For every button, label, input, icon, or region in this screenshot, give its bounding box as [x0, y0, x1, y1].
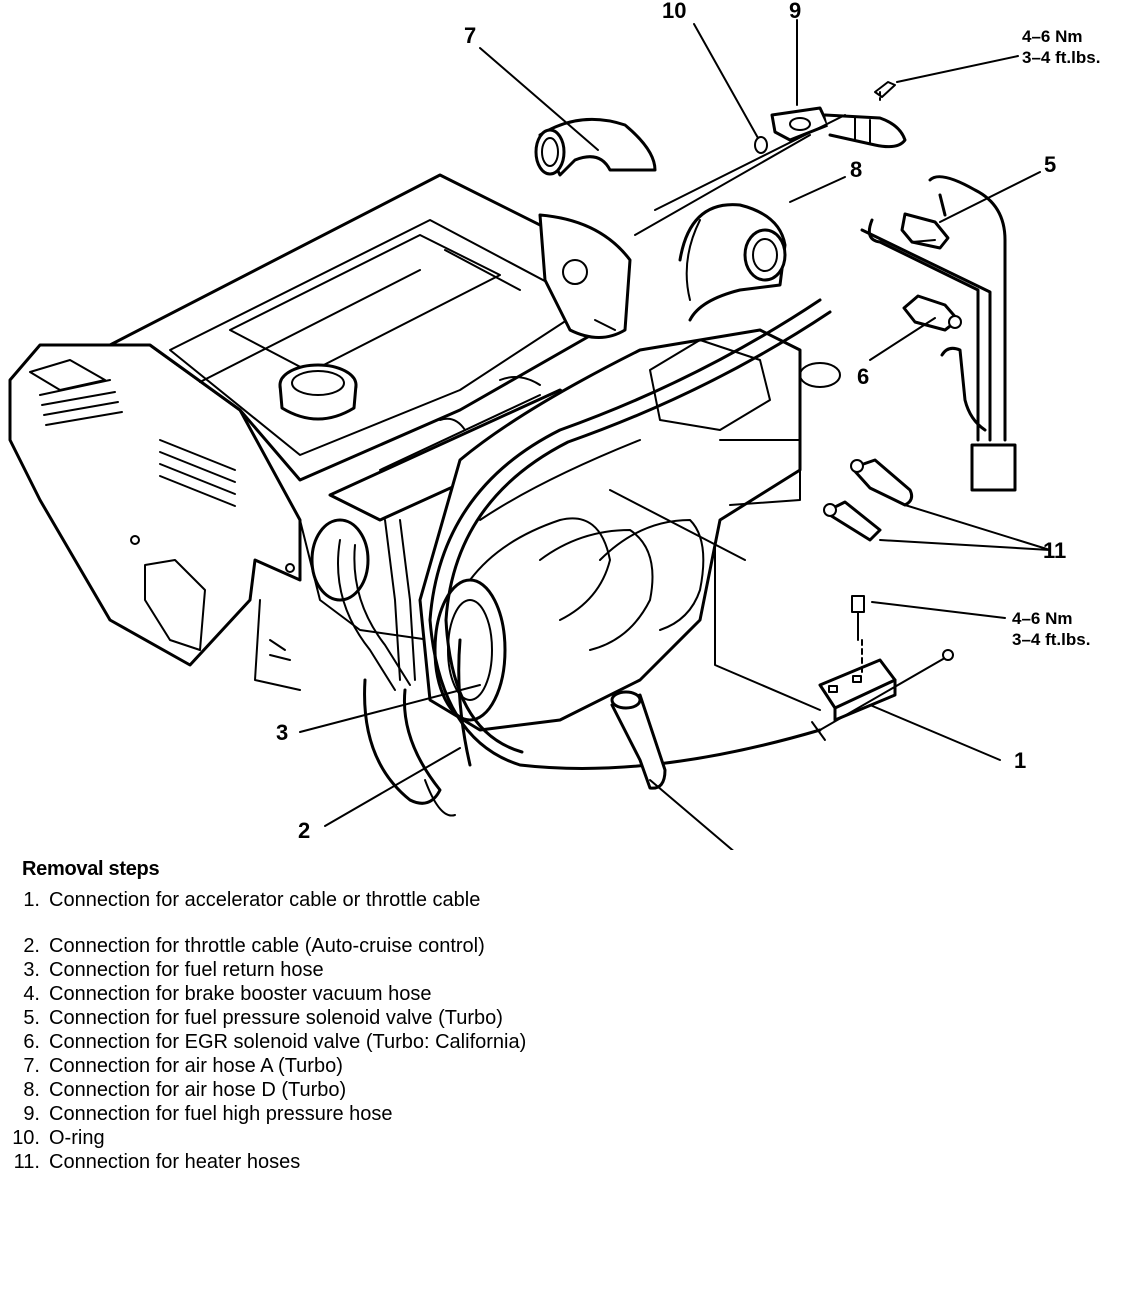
- list-item: 11. Connection for heater hoses: [8, 1151, 528, 1173]
- step-number: 10.: [12, 1127, 40, 1149]
- removal-steps-list: 1. Connection for accelerator cable or th…: [8, 889, 528, 1173]
- callout-11: 11: [1043, 538, 1066, 563]
- step-number: 11.: [13, 1151, 40, 1173]
- list-item: 1. Connection for accelerator cable or th…: [8, 889, 528, 911]
- step-number: 6.: [23, 1031, 40, 1053]
- removal-steps-title: Removal steps: [22, 858, 160, 880]
- list-item: 6. Connection for EGR solenoid valve (Tur…: [8, 1031, 528, 1053]
- engine-exploded-diagram: 1 2 3 4 5 6 7 8 9 10 11 4–6 Nm 3–4 ft.lb…: [8, 0, 1100, 850]
- step-text: Connection for fuel pressure solenoid va…: [49, 1007, 503, 1029]
- callout-10: 10: [662, 0, 686, 23]
- removal-steps: Removal steps 1. Connection for accelerat…: [8, 858, 528, 1175]
- list-item: 8. Connection for air hose D (Turbo): [8, 1079, 528, 1101]
- step-number: 5.: [23, 1007, 40, 1029]
- step-text: Connection for brake booster vacuum hose: [49, 983, 432, 1005]
- torque-top-nm: 4–6 Nm: [1022, 27, 1082, 46]
- step-number: 4.: [23, 983, 40, 1005]
- fuel-high-pressure-hose: [634, 81, 907, 236]
- callout-2: 2: [298, 818, 310, 843]
- solenoid-valves: [860, 175, 1017, 492]
- step-text: O-ring: [49, 1127, 105, 1149]
- torque-mid-ftlbs: 3–4 ft.lbs.: [1012, 630, 1090, 649]
- step-text: Connection for fuel high pressure hose: [49, 1103, 393, 1125]
- brake-booster-hose: [610, 690, 667, 790]
- torque-top-ftlbs: 3–4 ft.lbs.: [1022, 48, 1100, 67]
- step-number: 9.: [23, 1103, 40, 1125]
- list-item: 10. O-ring: [8, 1127, 528, 1149]
- callout-7: 7: [464, 23, 476, 48]
- callout-5: 5: [1044, 152, 1056, 177]
- callout-8: 8: [850, 157, 862, 182]
- step-number: 2.: [23, 935, 40, 957]
- list-item: 3. Connection for fuel return hose: [8, 959, 528, 981]
- step-text: Connection for EGR solenoid valve (Turbo…: [49, 1031, 527, 1053]
- list-item: 4. Connection for brake booster vacuum ho…: [8, 983, 528, 1005]
- callout-3: 3: [276, 720, 288, 745]
- step-number: 3.: [23, 959, 40, 981]
- step-number: 1.: [23, 889, 40, 911]
- step-text: Connection for accelerator cable or thro…: [49, 889, 481, 911]
- cable-bracket: [609, 489, 897, 722]
- air-hose-d: [678, 203, 787, 322]
- step-text: Connection for throttle cable (Auto-crui…: [49, 935, 485, 957]
- step-text: Connection for heater hoses: [49, 1151, 301, 1173]
- list-item: 9. Connection for fuel high pressure hose: [8, 1103, 528, 1125]
- step-text: Connection for air hose A (Turbo): [49, 1055, 343, 1077]
- list-item: 5. Connection for fuel pressure solenoid …: [8, 1007, 528, 1029]
- heater-hoses: [823, 458, 914, 542]
- torque-mid-nm: 4–6 Nm: [1012, 609, 1072, 628]
- callout-6: 6: [857, 364, 869, 389]
- list-item: 7. Connection for air hose A (Turbo): [8, 1055, 528, 1077]
- callout-1: 1: [1014, 748, 1026, 773]
- step-text: Connection for fuel return hose: [49, 959, 324, 981]
- callout-9: 9: [789, 0, 801, 23]
- leader-lines: [299, 19, 1051, 850]
- intake-manifold: [418, 328, 841, 732]
- air-hose-a: [534, 117, 657, 177]
- list-item: 2. Connection for throttle cable (Auto-cr…: [8, 935, 528, 957]
- step-number: 7.: [23, 1055, 40, 1077]
- step-text: Connection for air hose D (Turbo): [49, 1079, 347, 1101]
- step-number: 8.: [23, 1079, 40, 1101]
